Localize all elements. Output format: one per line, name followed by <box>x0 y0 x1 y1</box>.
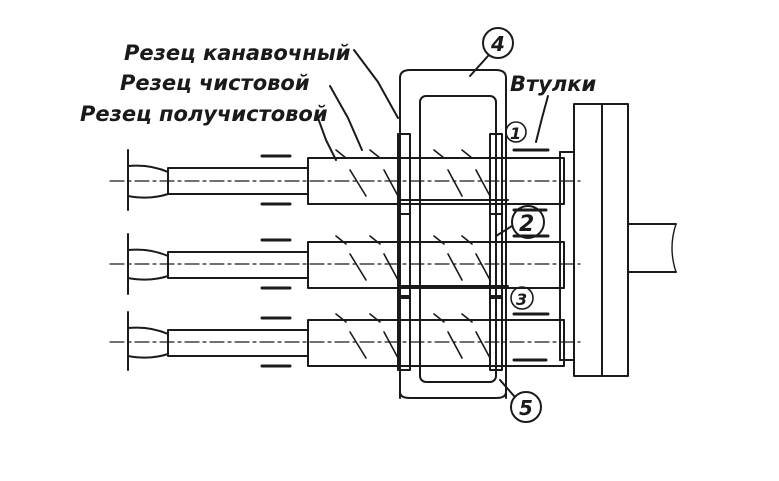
spindle-shaft <box>627 223 677 273</box>
tool-row-2 <box>109 213 581 299</box>
cutter-bar-2 <box>167 251 309 279</box>
tool-head-frame <box>397 69 509 399</box>
tool-holder-1 <box>307 157 565 205</box>
label-groove-cutter: Резец канавочный <box>124 41 351 65</box>
svg-text:3: 3 <box>516 290 527 309</box>
tool-row-1 <box>109 133 581 215</box>
leader-finishing-cutter <box>329 85 363 151</box>
callout-2: 2 <box>495 205 545 239</box>
label-semi-finishing-cutter: Резец получистовой <box>80 102 328 126</box>
svg-text:5: 5 <box>519 396 533 420</box>
label-bushings: Втулки <box>510 72 597 96</box>
tool-holder-3 <box>307 319 565 367</box>
tool-holder-2 <box>307 241 565 289</box>
callout-3: 3 <box>510 286 534 310</box>
leader-groove-cutter <box>353 49 399 119</box>
callout-1: 1 <box>505 121 527 143</box>
label-finishing-cutter: Резец чистовой <box>120 71 310 95</box>
leader-bushings <box>535 95 549 143</box>
tool-row-3 <box>109 295 581 371</box>
faceplate <box>559 103 629 377</box>
callout-4: 4 <box>469 27 514 77</box>
workpiece-3 <box>127 311 169 371</box>
svg-text:2: 2 <box>519 212 534 237</box>
svg-text:1: 1 <box>510 124 521 143</box>
cutter-bar-3 <box>167 329 309 357</box>
leader-semi-finishing-cutter <box>317 117 337 161</box>
workpiece-1 <box>127 149 169 211</box>
svg-text:4: 4 <box>490 32 505 56</box>
